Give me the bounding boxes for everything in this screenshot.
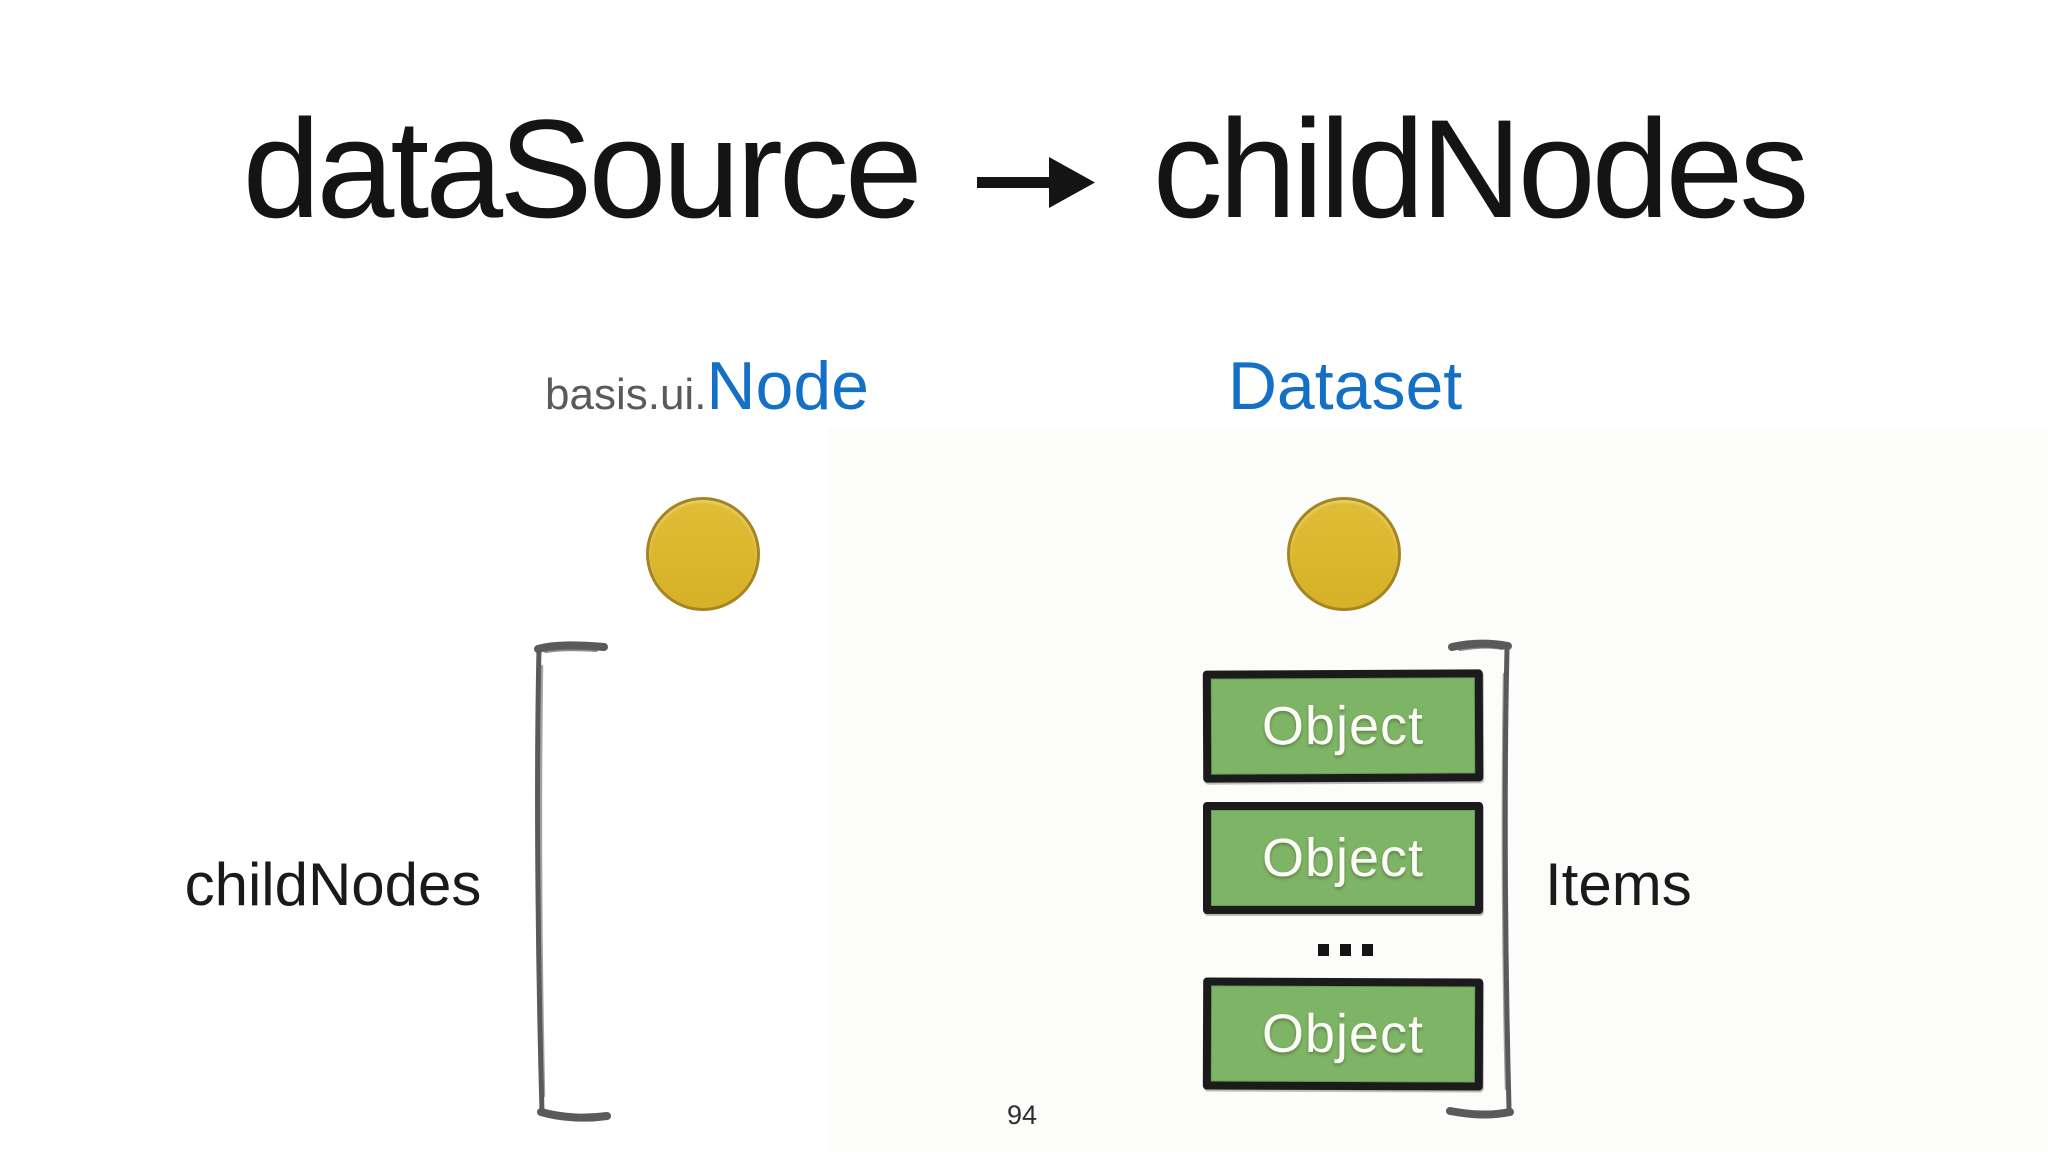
- items-label: Items: [1545, 851, 1692, 918]
- ellipsis-dot: [1340, 944, 1351, 956]
- dataset-item-box: Object: [1202, 669, 1484, 783]
- title-source-text: dataSource: [242, 90, 923, 247]
- ellipsis-icon: …: [1318, 944, 1373, 956]
- page-number: 94: [1006, 1100, 1038, 1130]
- node-instance-circle-icon: [646, 497, 760, 611]
- dataset-item-label: Object: [1261, 1003, 1425, 1065]
- node-class-label: basis.ui.Node: [545, 352, 869, 424]
- dataset-class-label: Dataset: [1228, 352, 1462, 424]
- dataset-item-box: Object: [1202, 977, 1484, 1091]
- ellipsis-dot: [1362, 944, 1373, 956]
- dataset-item-box: Object: [1203, 802, 1483, 914]
- node-class-name: Node: [706, 348, 869, 424]
- dataset-class-name: Dataset: [1227, 348, 1463, 424]
- node-class-prefix: basis.ui.: [545, 370, 707, 419]
- dataset-item-label: Object: [1261, 828, 1425, 888]
- dataset-instance-circle-icon: [1287, 497, 1401, 611]
- items-bracket-icon: [1446, 639, 1514, 1119]
- childnodes-label: childNodes: [184, 851, 482, 918]
- title-target-text: childNodes: [1152, 90, 1810, 247]
- ellipsis-dot: [1318, 944, 1329, 956]
- dataset-item-label: Object: [1261, 695, 1425, 757]
- right-arrow-icon: [976, 157, 1095, 208]
- slide-title: dataSource childNodes: [0, 98, 2048, 240]
- childnodes-bracket-icon: [534, 641, 611, 1122]
